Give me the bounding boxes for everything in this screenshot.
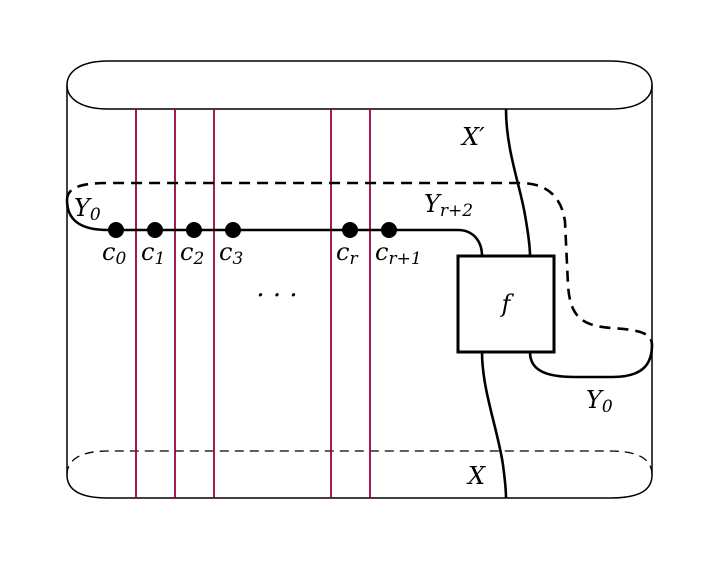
- marker-label-4: cr: [336, 238, 358, 269]
- y0-right-strand: [528, 344, 654, 379]
- marker-label-1: c1: [141, 238, 165, 269]
- marker-label-3: c3: [219, 238, 243, 269]
- marker-dot-5: [381, 222, 397, 238]
- top-boundary: [66, 60, 653, 110]
- marker-dot-4: [342, 222, 358, 238]
- x-label: X: [466, 462, 486, 490]
- y0-right-label: Y0: [586, 386, 613, 417]
- vertical-strands: [135, 109, 371, 498]
- marker-label-5: cr+1: [375, 238, 422, 269]
- marker-dot-1: [147, 222, 163, 238]
- y-r2-label: Yr+2: [424, 190, 473, 221]
- marker-dot-2: [186, 222, 202, 238]
- x-strand: [480, 351, 508, 499]
- y-strand-solid: [65, 199, 484, 257]
- f-box: [456, 254, 556, 354]
- ellipsis: · · ·: [256, 281, 297, 311]
- x-prime-label: X′: [460, 123, 485, 151]
- y0-left-label: Y0: [74, 194, 101, 225]
- x-prime-strand: [504, 108, 532, 257]
- marker-dots: [108, 222, 397, 238]
- y0-dashed-curve: [65, 181, 654, 346]
- marker-label-2: c2: [180, 238, 204, 269]
- bottom-boundary-front: [66, 474, 653, 499]
- marker-label-0: c0: [102, 238, 126, 269]
- marker-dot-0: [108, 222, 124, 238]
- bottom-boundary-back: [66, 450, 653, 476]
- marker-dot-3: [225, 222, 241, 238]
